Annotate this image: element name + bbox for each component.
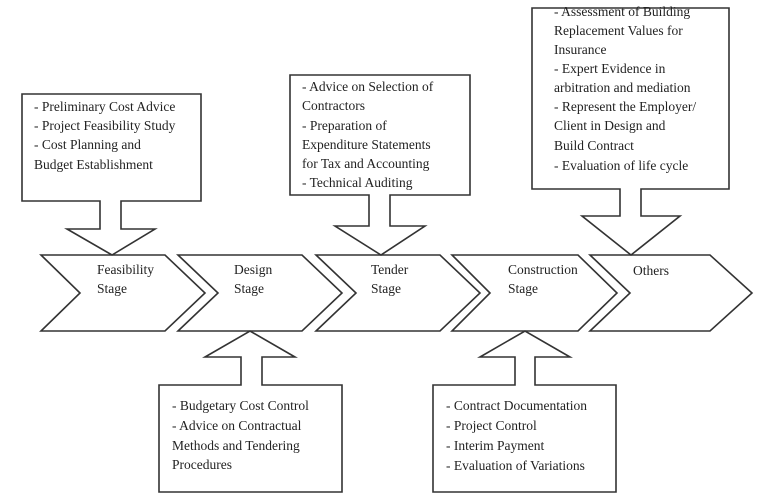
- box-line: Replacement Values for: [554, 23, 683, 38]
- stage-label: Others: [633, 263, 669, 278]
- chevron-tender: [313, 254, 482, 332]
- box-line: - Preparation of: [302, 118, 387, 133]
- stage-label: Stage: [234, 281, 264, 296]
- callout-others: [531, 7, 730, 257]
- chevron-construction: [450, 254, 619, 332]
- box-line: Build Contract: [554, 138, 634, 153]
- stage-label: Feasibility: [97, 262, 154, 277]
- chevron-design: [175, 254, 344, 332]
- box-line: - Project Feasibility Study: [34, 118, 176, 133]
- others-box-text: - Assessment of Building Replacement Val…: [554, 4, 696, 173]
- box-line: - Assessment of Building: [554, 4, 690, 19]
- callout-tender: [289, 74, 471, 256]
- box-line: arbitration and mediation: [554, 80, 691, 95]
- stage-label: Tender: [371, 262, 409, 277]
- box-line: - Contract Documentation: [446, 398, 587, 413]
- chevron-feasibility: [39, 254, 207, 332]
- box-line: - Technical Auditing: [302, 175, 413, 190]
- box-line: - Evaluation of Variations: [446, 458, 585, 473]
- box-line: - Preliminary Cost Advice: [34, 99, 175, 114]
- tender-box-text: - Advice on Selection of Contractors - P…: [302, 79, 434, 190]
- box-line: Client in Design and: [554, 118, 666, 133]
- box-line: - Expert Evidence in: [554, 61, 666, 76]
- callout-feasibility: [21, 93, 202, 256]
- feasibility-box-text: - Preliminary Cost Advice - Project Feas…: [34, 99, 176, 172]
- box-line: - Advice on Contractual: [172, 418, 302, 433]
- chevron-others: [587, 254, 754, 332]
- callout-construction: [432, 330, 617, 493]
- box-line: Procedures: [172, 457, 232, 472]
- design-box-text: - Budgetary Cost Control - Advice on Con…: [172, 398, 309, 472]
- box-line: for Tax and Accounting: [302, 156, 430, 171]
- box-line: - Represent the Employer/: [554, 99, 696, 114]
- stage-label: Stage: [508, 281, 538, 296]
- box-line: - Project Control: [446, 418, 537, 433]
- callout-design: [158, 330, 343, 493]
- box-line: Expenditure Statements: [302, 137, 431, 152]
- box-line: Budget Establishment: [34, 157, 153, 172]
- stage-label: Stage: [97, 281, 127, 296]
- stage-label: Construction: [508, 262, 578, 277]
- box-line: Insurance: [554, 42, 606, 57]
- stage-label: Stage: [371, 281, 401, 296]
- box-line: - Evaluation of life cycle: [554, 158, 688, 173]
- box-line: - Interim Payment: [446, 438, 544, 453]
- box-line: - Budgetary Cost Control: [172, 398, 309, 413]
- box-line: Contractors: [302, 98, 365, 113]
- box-line: - Advice on Selection of: [302, 79, 434, 94]
- construction-box-text: - Contract Documentation - Project Contr…: [446, 398, 587, 473]
- stage-label: Design: [234, 262, 272, 277]
- box-line: - Cost Planning and: [34, 137, 141, 152]
- box-line: Methods and Tendering: [172, 438, 300, 453]
